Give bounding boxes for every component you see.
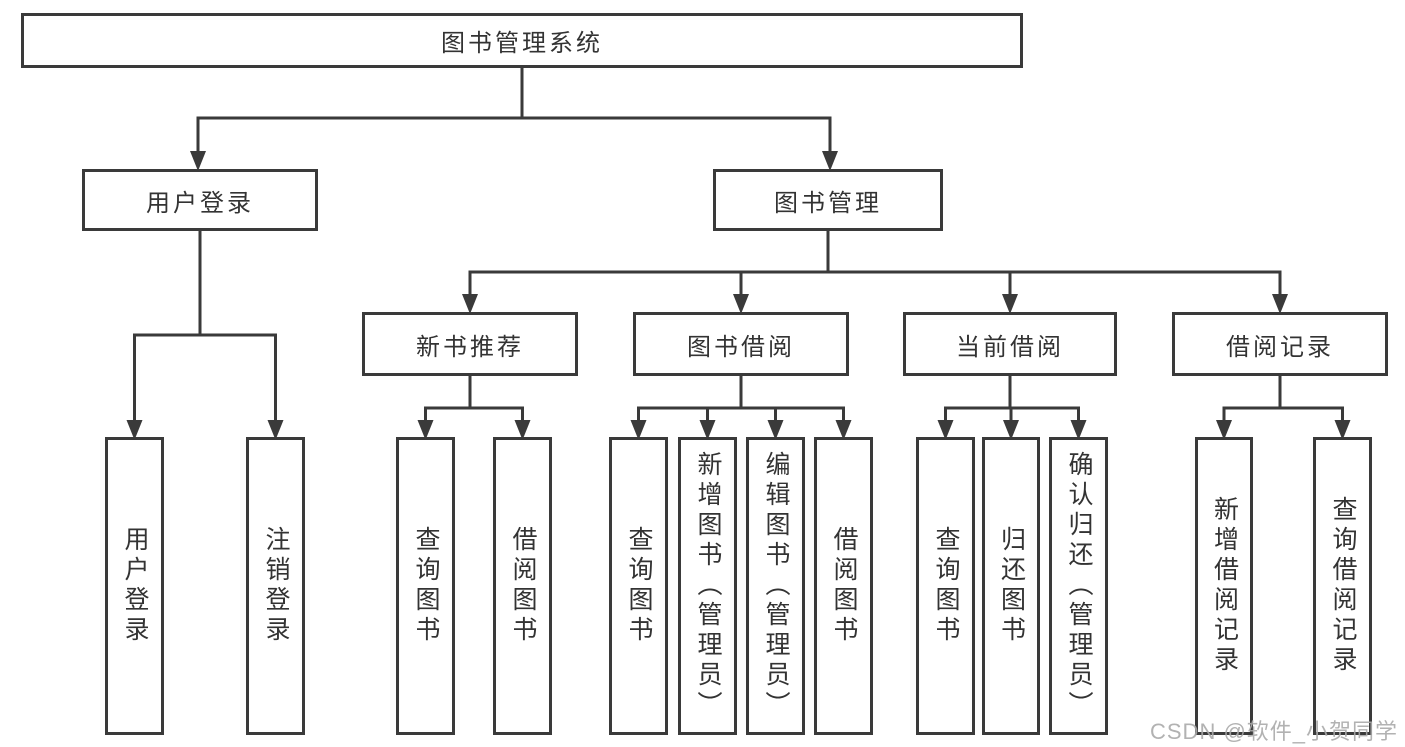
leaf-user-login-label: 用户登录 <box>121 526 149 646</box>
leaf-current-return: 归还图书 <box>982 437 1040 735</box>
leaf-records-add: 新增借阅记录 <box>1195 437 1253 735</box>
node-current-borrow: 当前借阅 <box>903 312 1117 376</box>
node-new-book-recommend-label: 新书推荐 <box>416 333 524 361</box>
node-library-system: 图书管理系统 <box>21 13 1023 68</box>
node-borrow-records-label: 借阅记录 <box>1226 333 1334 361</box>
leaf-user-login: 用户登录 <box>105 437 164 735</box>
connector-book-management-branch <box>468 231 1282 294</box>
csdn-watermark: CSDN @软件_小贺同学 <box>1150 719 1399 744</box>
leaf-current-return-label: 归还图书 <box>997 526 1026 646</box>
node-book-management: 图书管理 <box>713 169 943 231</box>
connector-borrow-records-branch <box>1222 376 1344 420</box>
leaf-borrow-add-admin-label: 新增图书（管理员） <box>694 451 722 721</box>
leaf-borrow-edit-admin-label: 编辑图书（管理员） <box>762 451 790 721</box>
leaf-current-confirm-admin-label: 确认归还（管理员） <box>1065 451 1093 721</box>
connector-user-login-branch <box>133 231 277 420</box>
connector-root-branch <box>196 66 832 152</box>
connector-book-borrow-branch <box>637 376 845 420</box>
leaf-current-query-label: 查询图书 <box>932 526 960 646</box>
leaf-borrow-edit-admin: 编辑图书（管理员） <box>746 437 805 735</box>
leaf-borrow-book-label: 借阅图书 <box>830 526 858 646</box>
node-library-system-label: 图书管理系统 <box>441 30 603 57</box>
node-book-management-label: 图书管理 <box>774 189 882 217</box>
leaf-records-add-label: 新增借阅记录 <box>1210 496 1239 676</box>
leaf-logout: 注销登录 <box>246 437 305 735</box>
leaf-borrow-query-label: 查询图书 <box>625 526 653 646</box>
node-borrow-records: 借阅记录 <box>1172 312 1388 376</box>
leaf-borrow-add-admin: 新增图书（管理员） <box>678 437 737 735</box>
node-user-login: 用户登录 <box>82 169 318 231</box>
node-user-login-label: 用户登录 <box>146 189 254 217</box>
leaf-newbook-borrow: 借阅图书 <box>493 437 552 735</box>
connector-current-borrow-branch <box>944 376 1080 420</box>
node-current-borrow-label: 当前借阅 <box>956 333 1064 361</box>
node-book-borrow-label: 图书借阅 <box>687 333 795 361</box>
node-new-book-recommend: 新书推荐 <box>362 312 578 376</box>
leaf-newbook-borrow-label: 借阅图书 <box>509 526 537 646</box>
arrowheads <box>126 151 1351 440</box>
leaf-current-query: 查询图书 <box>916 437 975 735</box>
leaf-logout-label: 注销登录 <box>262 526 290 646</box>
connector-new-book-branch <box>424 376 524 420</box>
leaf-records-query-label: 查询借阅记录 <box>1329 496 1357 676</box>
leaf-borrow-book: 借阅图书 <box>814 437 873 735</box>
leaf-newbook-query: 查询图书 <box>396 437 455 735</box>
node-book-borrow: 图书借阅 <box>633 312 849 376</box>
leaf-current-confirm-admin: 确认归还（管理员） <box>1049 437 1108 735</box>
leaf-records-query: 查询借阅记录 <box>1313 437 1372 735</box>
leaf-borrow-query: 查询图书 <box>609 437 668 735</box>
leaf-newbook-query-label: 查询图书 <box>412 526 440 646</box>
